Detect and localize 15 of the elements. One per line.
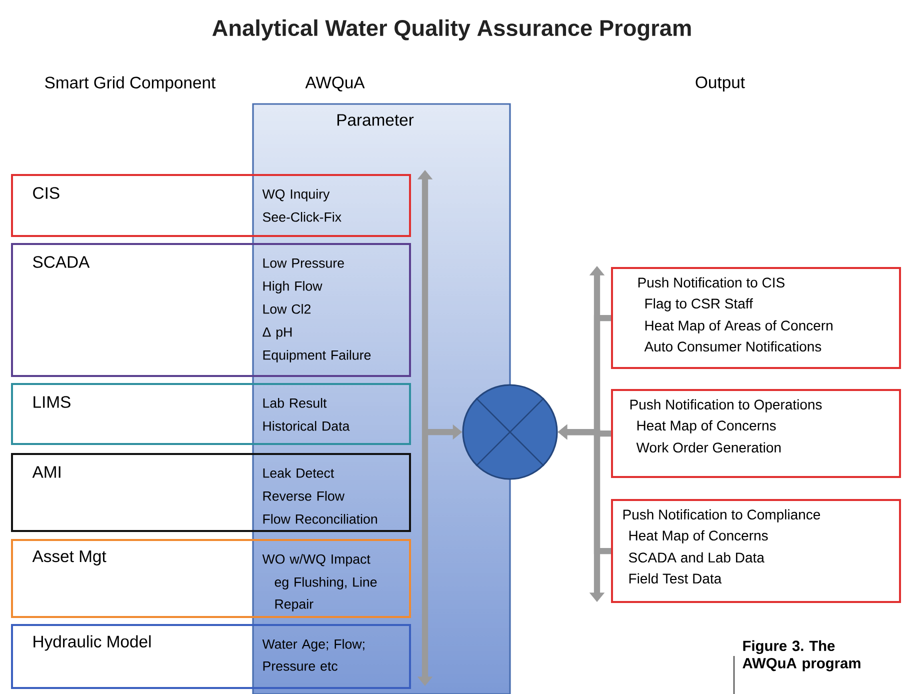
column-heading: Smart Grid Component xyxy=(45,76,216,92)
component-box: Asset Mgt WO w/WQ Impact eg Flushing, Line Repair xyxy=(11,539,411,618)
node-label: AWQuA xyxy=(305,76,365,92)
column-heading: Output xyxy=(696,76,745,92)
component-box: LIMS Lab Result Historical Data xyxy=(11,383,411,445)
title: Analytical Water Quality Assurance Program xyxy=(212,19,691,41)
caption: Figure 3. The AWQuA program xyxy=(742,640,860,672)
output-box: Push Notification to CIS Flag to CSR Staff Heat Map of Areas of Concern Auto Consumer Notifications xyxy=(611,267,901,369)
output-box: Push Notification to Operations Heat Map of Concerns Work Order Generation xyxy=(611,389,901,478)
component-box: CIS WQ Inquiry See-Click-Fix xyxy=(11,174,411,237)
component-box: SCADA Low Pressure High Flow Low Cl2 Δ pH Equipment Failure xyxy=(11,243,411,377)
summing-junction xyxy=(462,384,558,480)
component-box: AMI Leak Detect Reverse Flow Flow Reconciliation xyxy=(11,453,411,532)
output-box: Push Notification to Compliance Heat Map of Concerns SCADA and Lab Data Field Test Data xyxy=(611,499,901,603)
component-box: Hydraulic Model Water Age; Flow; Pressure etc xyxy=(11,624,411,689)
